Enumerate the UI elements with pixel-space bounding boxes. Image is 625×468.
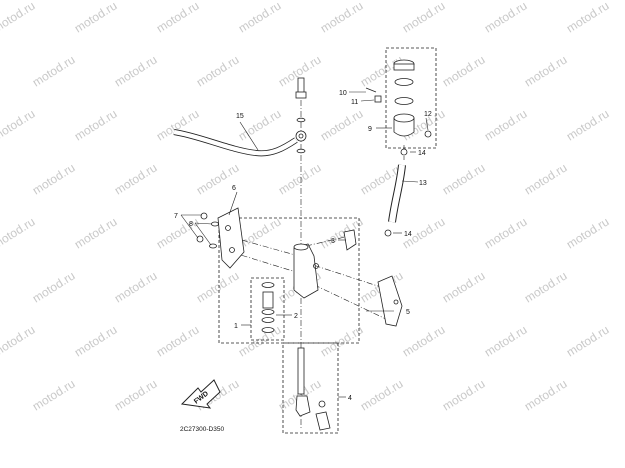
bolt-12 (424, 130, 432, 138)
reservoir-rim (393, 113, 415, 123)
circlip (261, 282, 275, 288)
push-rod (297, 347, 305, 395)
leader-8b (194, 222, 212, 246)
callout-8: 8 (189, 221, 193, 228)
diaphragm (394, 97, 414, 105)
callout-10: 10 (339, 90, 347, 97)
leader-15 (239, 121, 259, 151)
callout-14-upper: 14 (418, 150, 426, 157)
reservoir-box (385, 47, 437, 149)
inlet-fitting (343, 229, 357, 251)
leader-13 (401, 180, 419, 183)
heel-guard-hole-upper (225, 225, 231, 231)
clevis-joint (315, 411, 331, 431)
heel-guard (217, 207, 245, 269)
washer-8-upper (211, 221, 219, 227)
guard-plate-hole (393, 299, 399, 305)
diagram-code: 2C27300-D350 (180, 426, 224, 433)
master-cylinder-body (293, 243, 319, 299)
callout-3: 3 (331, 238, 335, 245)
pushrod-box (282, 342, 339, 434)
union-bolt-head (295, 91, 307, 99)
reservoir-hose-fill (389, 164, 405, 223)
callout-13: 13 (419, 180, 427, 187)
guard-plate (377, 275, 403, 327)
piston-seal (261, 317, 275, 323)
union-bolt (297, 77, 305, 95)
callout-9: 9 (368, 126, 372, 133)
leader-6 (228, 191, 238, 216)
cap-plate (394, 78, 414, 86)
callout-15: 15 (236, 113, 244, 120)
callout-12: 12 (424, 111, 432, 118)
piston-cup (261, 309, 275, 315)
bolt-axis-line-lower (230, 251, 297, 273)
push-rod-clevis (295, 395, 311, 417)
washer-8-lower (209, 243, 217, 249)
callout-2: 2 (294, 313, 298, 320)
cylinder-mount-hole (313, 263, 319, 269)
hose-banjo (295, 130, 307, 142)
callout-4: 4 (348, 395, 352, 402)
brake-hose-fill (173, 129, 298, 156)
clevis-pin (318, 400, 326, 408)
fitting-axis-line (305, 236, 346, 247)
callout-5: 5 (406, 309, 410, 316)
leader-7b (180, 214, 199, 239)
clamp-14-lower (384, 229, 392, 237)
bolt-7-lower (196, 235, 204, 243)
spring-seat (261, 327, 275, 333)
piston (262, 291, 274, 309)
bolt-7-upper (200, 212, 208, 220)
reservoir-cap-side (393, 63, 415, 71)
bolt-10 (365, 87, 377, 93)
reservoir-body (393, 117, 415, 137)
hose-banjo-hole (298, 133, 304, 139)
callout-14-lower: 14 (404, 231, 412, 238)
callout-7: 7 (174, 213, 178, 220)
cylinder-top-port (293, 243, 309, 251)
reservoir-screw-11 (374, 95, 382, 103)
clamp-14-upper (400, 148, 408, 156)
piston-kit-box (250, 277, 285, 341)
bolt-axis-line-upper (230, 236, 307, 259)
callout-1: 1 (234, 323, 238, 330)
heel-guard-hole-lower (229, 247, 235, 253)
washer-upper (296, 117, 306, 123)
leader-8a (194, 222, 213, 225)
callout-11: 11 (351, 99, 358, 106)
callout-6: 6 (232, 185, 236, 192)
washer-lower (296, 148, 306, 154)
fwd-arrow-icon (180, 379, 221, 409)
leader-12 (425, 117, 429, 131)
leader-11 (360, 99, 375, 102)
